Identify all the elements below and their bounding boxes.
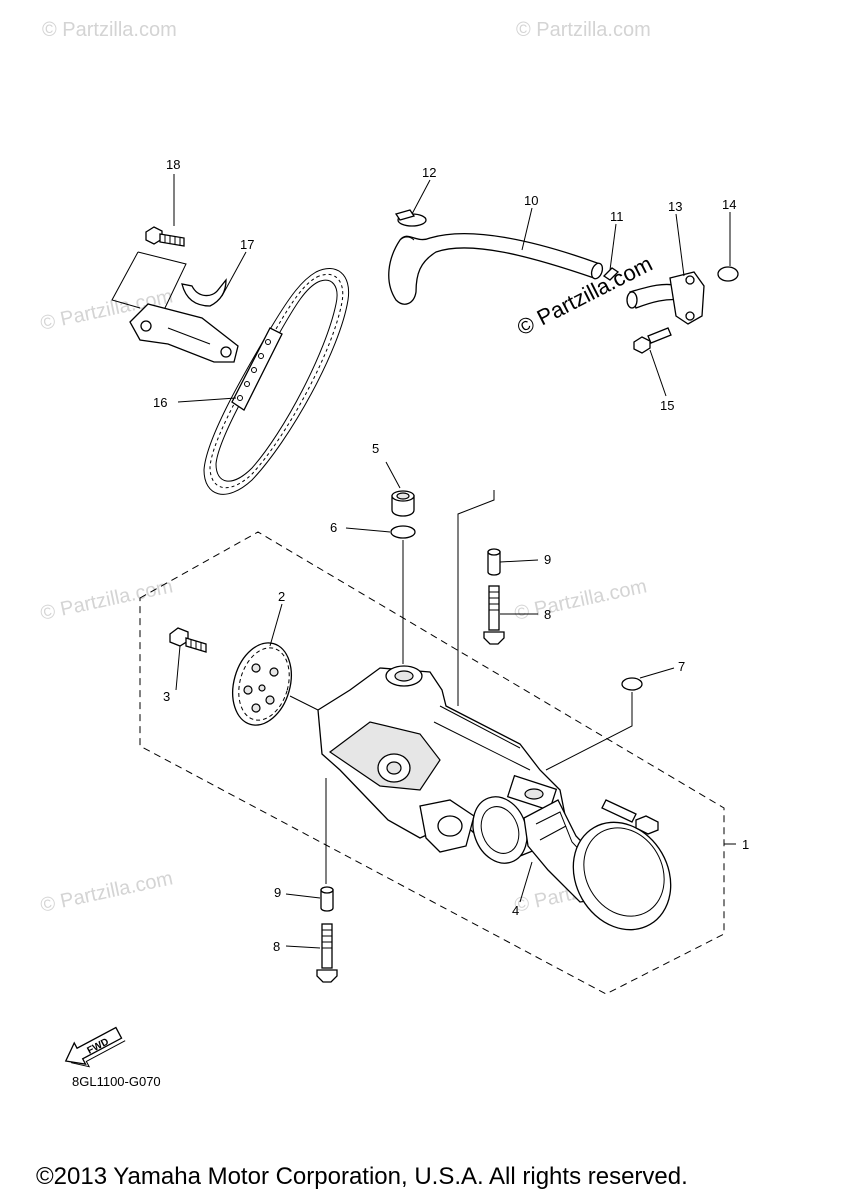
callout-10: 10 [524, 193, 538, 208]
callout-14: 14 [722, 197, 736, 212]
fwd-arrow-icon: FWD [64, 1026, 126, 1068]
strainer-4-drawing [523, 799, 672, 931]
hose-assembly [388, 179, 739, 397]
pipe-13-drawing [626, 271, 705, 325]
callout-12: 12 [422, 165, 436, 180]
callout-8-upper: 8 [544, 607, 551, 622]
callout-15: 15 [660, 398, 674, 413]
dowel-9-lower-drawing [320, 886, 334, 912]
oil-pump-drawing [169, 603, 567, 864]
watermark: © Partzilla.com [38, 867, 174, 917]
watermark: © Partzilla.com [38, 575, 174, 625]
callout-3: 3 [163, 689, 170, 704]
small-parts [285, 461, 675, 983]
collar-5-drawing [391, 490, 415, 517]
gear-2-drawing [232, 642, 292, 726]
chain-guide-17-drawing [129, 278, 239, 363]
cam-chain-16-drawing [203, 268, 350, 495]
callout-18: 18 [166, 157, 180, 172]
clamp-12-drawing [394, 209, 427, 227]
assembly-outline [139, 531, 725, 995]
bolt-18-drawing [145, 226, 185, 247]
callout-7: 7 [678, 659, 685, 674]
fwd-label: FWD [86, 1036, 111, 1056]
dowel-9-upper-drawing [487, 548, 501, 576]
callout-9-lower: 9 [274, 885, 281, 900]
copyright-notice: ©2013 Yamaha Motor Corporation, U.S.A. A… [36, 1163, 688, 1190]
callout-11: 11 [610, 209, 624, 224]
callout-17: 17 [240, 237, 254, 252]
callout-9-upper: 9 [544, 552, 551, 567]
callout-8-lower: 8 [273, 939, 280, 954]
watermark: © Partzilla.com [42, 19, 177, 41]
watermark: © Partzilla.com [516, 19, 651, 41]
callout-13: 13 [668, 199, 682, 214]
watermark: © Partzilla.com [512, 575, 648, 625]
callouts: 1 2 3 4 5 6 7 8 8 9 9 10 11 12 13 14 15 … [153, 157, 749, 954]
callout-1: 1 [742, 837, 749, 852]
bolt-8-lower-drawing [316, 923, 338, 983]
callout-6: 6 [330, 520, 337, 535]
o-ring-7-drawing [621, 677, 643, 691]
watermark-layer: © Partzilla.com © Partzilla.com © Partzi… [38, 19, 650, 917]
bolt-3-drawing [169, 627, 207, 653]
o-ring-14-drawing [717, 266, 739, 282]
bolt-8-upper-drawing [483, 585, 505, 645]
callout-2: 2 [278, 589, 285, 604]
callout-16: 16 [153, 395, 167, 410]
cam-chain-assembly [111, 174, 350, 495]
o-ring-6-drawing [390, 525, 416, 539]
bolt-15-drawing [633, 327, 672, 354]
callout-4: 4 [512, 903, 519, 918]
drawing-code: 8GL1100-G070 [72, 1074, 161, 1089]
callout-5: 5 [372, 441, 379, 456]
